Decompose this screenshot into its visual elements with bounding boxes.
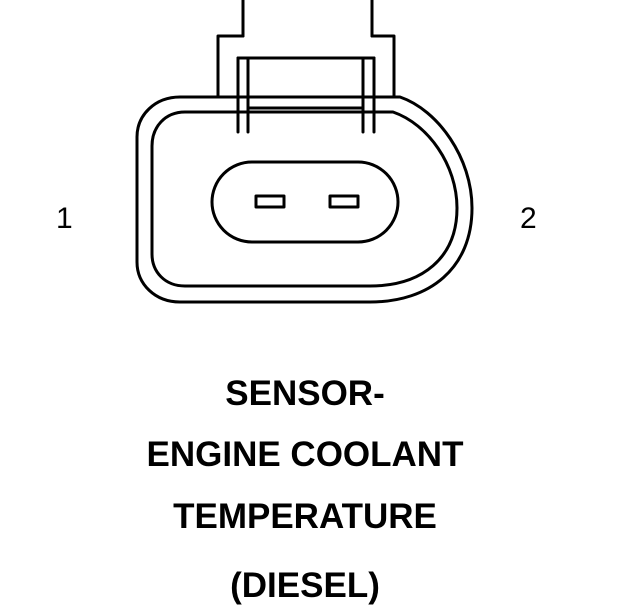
pin-label-2: 2 xyxy=(520,202,537,235)
connector-body-inner xyxy=(150,110,459,288)
terminal-cavity xyxy=(210,160,400,244)
locking-arm-right xyxy=(361,56,376,134)
terminal-pin-1 xyxy=(254,194,286,209)
connector-body-outer xyxy=(135,95,474,304)
terminal-pin-2 xyxy=(328,194,360,209)
caption-line-1: SENSOR- xyxy=(225,374,385,413)
caption-line-4: (DIESEL) xyxy=(230,566,380,605)
pin-label-1: 1 xyxy=(56,202,73,235)
caption-line-3: TEMPERATURE xyxy=(173,497,437,536)
caption-line-2: ENGINE COOLANT xyxy=(146,435,464,474)
locking-arm-bridge xyxy=(236,56,376,110)
latch-housing xyxy=(216,34,396,99)
connector-latch xyxy=(241,0,374,38)
locking-arm-left xyxy=(236,56,250,134)
